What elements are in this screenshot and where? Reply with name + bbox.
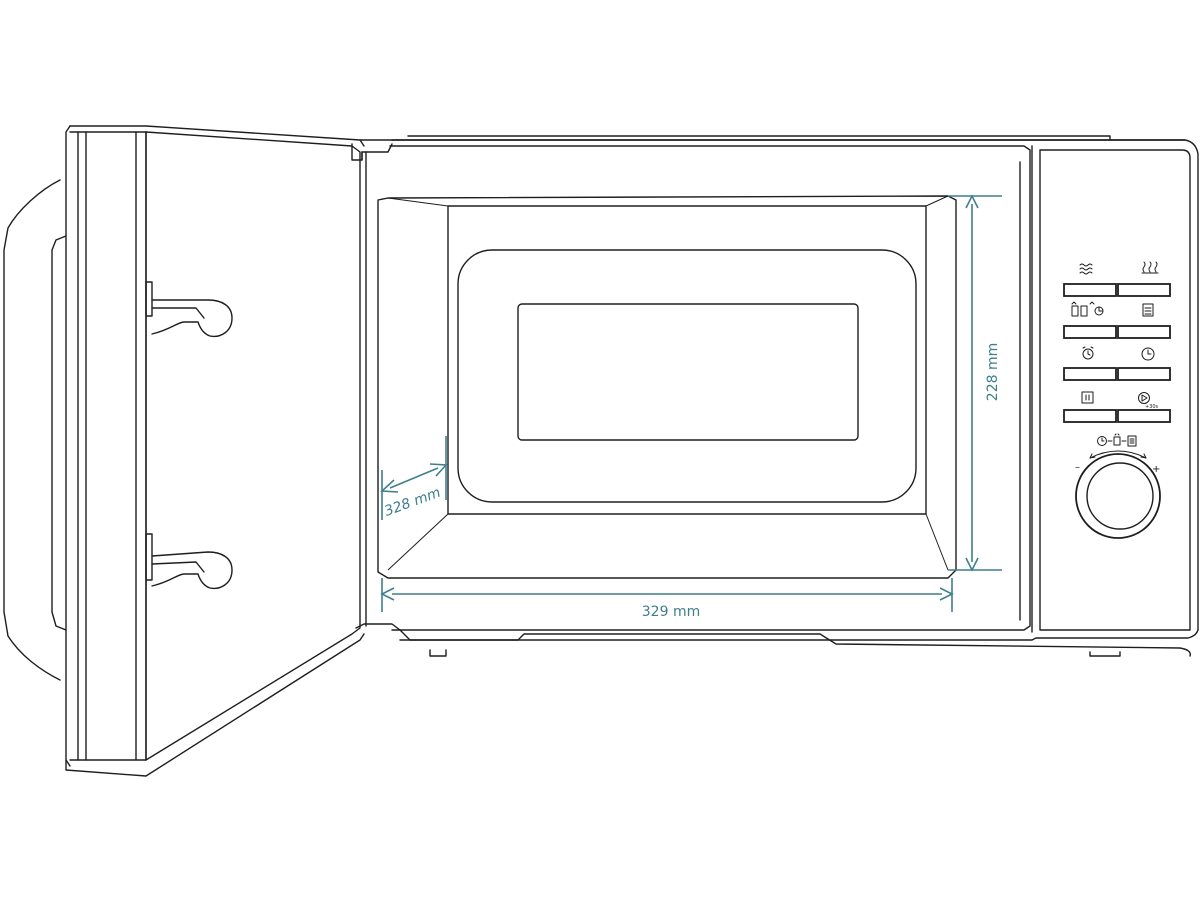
body-front-frame (389, 145, 1031, 631)
door-handle-contour (3, 179, 61, 681)
dial-arrow-left (1089, 453, 1096, 459)
foot-left (429, 649, 447, 657)
microwave-waves-icon (1079, 263, 1093, 275)
door-latch-lower (145, 533, 233, 590)
hinge-bottom (355, 623, 401, 631)
start-button[interactable] (1117, 409, 1171, 423)
pause-stop-icon (1081, 391, 1094, 404)
cavity-edge-bottom-right (925, 513, 949, 571)
cavity-rear-window (517, 303, 859, 441)
defrost-button[interactable] (1117, 283, 1171, 297)
microwave-power-button[interactable] (1063, 283, 1117, 297)
body-base (399, 629, 1191, 657)
oven-cavity (377, 195, 957, 579)
cavity-rear-panel (457, 249, 917, 503)
clock-icon (1141, 347, 1155, 361)
dimension-height: 228 mm (948, 194, 1002, 572)
alarm-clock-icon (1082, 346, 1094, 360)
dimension-width: 329 mm (380, 578, 954, 620)
clock-button[interactable] (1117, 367, 1171, 381)
door-bottom-edge (65, 633, 365, 777)
body-top-strip (407, 135, 1111, 141)
foot-right (1089, 651, 1121, 657)
dial-arrow-right (1140, 453, 1147, 459)
dimension-depth-label: 328 mm (382, 485, 442, 520)
cavity-back-wall (447, 205, 927, 515)
start-quick-icon: +30s (1138, 392, 1159, 410)
auto-menu-button[interactable] (1117, 325, 1171, 339)
stop-button[interactable] (1063, 409, 1117, 423)
cavity-edge-top-left (387, 197, 449, 207)
dimension-height-label: 228 mm (985, 343, 1001, 401)
body-outline (391, 139, 1199, 641)
control-panel-outline (1039, 149, 1191, 631)
dimension-width-label: 329 mm (642, 604, 700, 620)
open-door (3, 125, 365, 777)
auto-defrost-button[interactable] (1063, 325, 1117, 339)
door-handle-inner (51, 235, 67, 631)
door-latch-upper (145, 281, 233, 338)
cavity-edge-bottom-left (387, 513, 449, 571)
door-outer-edge (65, 125, 71, 767)
door-inner-face (145, 131, 361, 761)
dial-direction-arc (1089, 450, 1147, 459)
dial-mode-icons (1097, 433, 1137, 447)
menu-list-icon (1142, 303, 1154, 317)
dimension-depth: 328 mm (380, 436, 448, 520)
hinge-top (351, 143, 393, 161)
cavity-outer (377, 195, 957, 579)
microwave-body (359, 135, 1199, 657)
timer-button[interactable] (1063, 367, 1117, 381)
rotary-dial-knob[interactable] (1075, 453, 1161, 539)
control-panel: +30s – + (1039, 149, 1191, 631)
quick-start-badge: +30s (1145, 404, 1159, 410)
dial-minus-label: – (1075, 462, 1080, 473)
door-top-edge (69, 125, 365, 147)
auto-defrost-icon (1071, 301, 1104, 317)
cavity-edge-top-right (925, 195, 949, 207)
defrost-icon (1141, 261, 1159, 274)
dial-plus-label: + (1152, 464, 1160, 475)
